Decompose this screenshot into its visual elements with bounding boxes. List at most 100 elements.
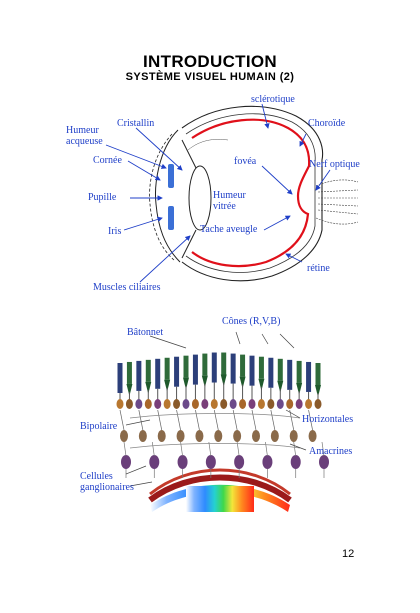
cone-segment — [240, 354, 246, 377]
ganglion-link — [151, 441, 155, 457]
rod-segment — [192, 354, 198, 385]
receptor-nucleus — [239, 399, 247, 409]
eye-diagram — [105, 103, 359, 283]
receptor-nucleus — [305, 399, 313, 409]
cone-tip — [277, 380, 284, 393]
retina-red-layer — [191, 118, 311, 268]
receptor-nucleus — [191, 399, 199, 409]
receptor-nucleus — [220, 399, 228, 409]
label-fovea: fovéa — [234, 156, 257, 167]
cone-tip — [164, 379, 171, 392]
receptor-nucleus — [173, 399, 181, 409]
receptor-nucleus — [182, 399, 190, 409]
bipolar-cell — [214, 430, 223, 442]
rod-segment — [230, 353, 236, 384]
label-batonnet: Bâtonnet — [127, 327, 164, 338]
sclera-outline — [181, 105, 324, 282]
receptor-nucleus — [144, 399, 152, 409]
bipolar-link — [270, 409, 276, 431]
label-humeur-vitree-line1: Humeur — [213, 190, 246, 201]
label-humeur-aqueuse-line2: acqueuse — [66, 136, 103, 147]
rod-segment — [155, 358, 161, 389]
bipolar-link — [138, 409, 144, 431]
rod-segment — [174, 356, 180, 387]
bipolar-cell — [195, 430, 204, 442]
iris-upper — [168, 164, 174, 188]
receptor-nucleus — [154, 399, 162, 409]
bipolar-cell — [308, 430, 317, 442]
ganglion-cell — [319, 455, 329, 469]
label-cellules-line1: Cellules — [80, 471, 113, 482]
bipolar-link — [157, 409, 163, 431]
bipolar-cell — [270, 430, 279, 442]
lens — [188, 165, 212, 231]
receptor-nucleus — [267, 399, 275, 409]
bipolar-cell — [233, 430, 242, 442]
cornea-dashed — [149, 133, 175, 261]
receptor-nucleus — [295, 399, 303, 409]
bipolar-link — [213, 409, 219, 431]
receptor-nucleus — [210, 399, 218, 409]
label-muscles-ciliaires: Muscles ciliaires — [93, 282, 161, 293]
page-subtitle: SYSTÈME VISUEL HUMAIN (2) — [125, 71, 295, 83]
ganglion-link — [123, 441, 127, 457]
receptor-nucleus — [314, 399, 322, 409]
label-sclerotique: sclérotique — [251, 94, 295, 105]
bipolar-cell — [289, 430, 298, 442]
cone-tip — [239, 376, 246, 389]
label-cones: Cônes (R,V,B) — [222, 316, 281, 327]
receptor-nucleus — [286, 399, 294, 409]
cone-segment — [258, 356, 264, 379]
cone-tip — [258, 378, 265, 391]
horizontal-connection — [129, 443, 301, 449]
label-cristallin: Cristallin — [117, 118, 155, 129]
label-pupille: Pupille — [88, 192, 117, 203]
retina-diagram — [116, 331, 329, 512]
cone-segment — [315, 363, 321, 385]
receptor-nucleus — [135, 399, 143, 409]
receptor-nucleus — [229, 399, 237, 409]
label-retine: rétine — [307, 263, 330, 274]
label-bipolaire: Bipolaire — [80, 421, 118, 432]
ganglion-link — [265, 441, 268, 457]
bipolar-link — [176, 409, 181, 431]
spectrum-block — [186, 486, 254, 512]
cone-segment — [145, 359, 151, 382]
horizontal-connection — [129, 413, 301, 419]
receptor-nucleus — [116, 399, 124, 409]
label-cornee: Cornée — [93, 155, 122, 166]
rod-segment — [306, 361, 312, 392]
cone-segment — [296, 360, 302, 383]
cone-tip — [145, 381, 152, 394]
ganglion-link — [321, 441, 325, 457]
rod-segment — [117, 363, 123, 393]
bipolar-link — [251, 409, 257, 431]
ganglion-cell — [205, 455, 216, 469]
cone-tip — [220, 374, 227, 387]
cone-tip — [126, 383, 133, 396]
label-choroide: Choroïde — [308, 118, 346, 129]
optic-nerve — [315, 179, 359, 225]
label-tache-aveugle: Tache aveugle — [200, 224, 258, 235]
cornea-outline — [155, 129, 181, 263]
cone-tip — [201, 375, 208, 388]
bipolar-cell — [252, 430, 260, 442]
ganglion-cell — [149, 455, 160, 469]
label-horizontales: Horizontales — [302, 414, 354, 425]
cone-tip — [183, 377, 189, 390]
rod-segment — [287, 359, 293, 390]
ganglion-cell — [177, 455, 188, 469]
bipolar-link — [195, 409, 200, 431]
bipolar-link — [289, 409, 295, 431]
receptor-nucleus — [257, 399, 265, 409]
bipolar-cell — [120, 430, 128, 442]
receptor-nucleus — [276, 399, 284, 409]
cone-segment — [126, 361, 132, 384]
label-humeur-aqueuse-line1: Humeur — [66, 125, 99, 136]
page-number: 12 — [342, 548, 355, 560]
ganglion-cell — [262, 455, 273, 469]
label-amacrines: Amacrines — [309, 446, 353, 457]
cone-segment — [277, 358, 283, 381]
cone-tip — [315, 385, 321, 397]
